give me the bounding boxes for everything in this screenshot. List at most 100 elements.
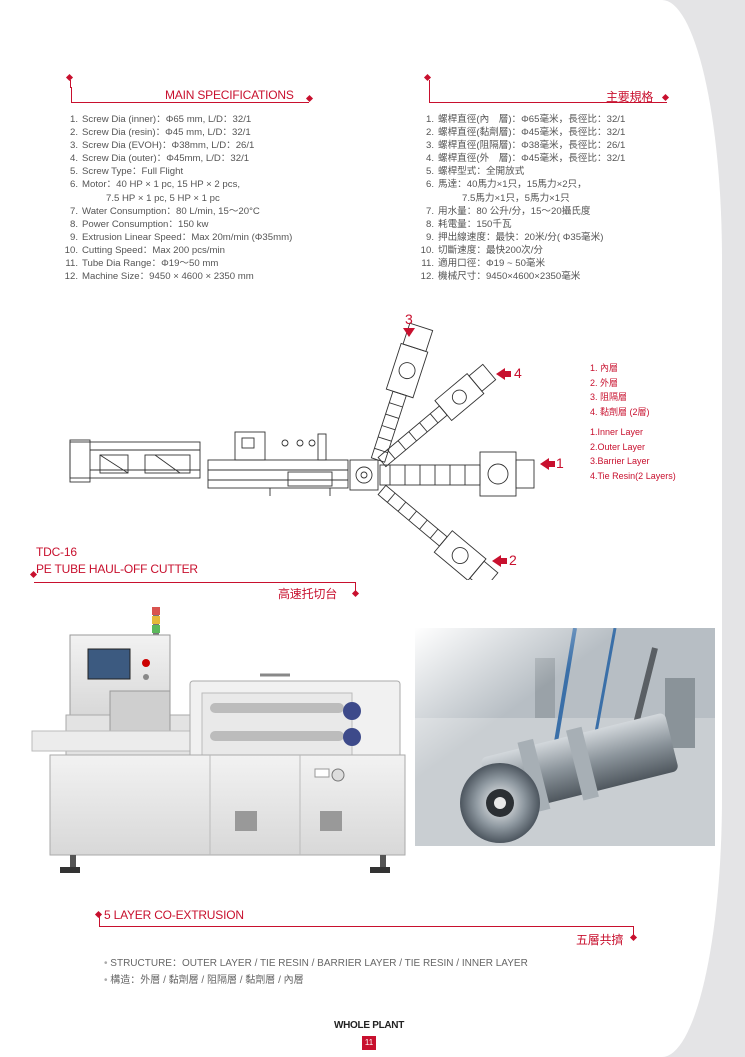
spec-number: 1. — [69, 114, 78, 125]
haul-off-cutter-photo — [31, 607, 406, 873]
spec-item: 1.螺桿直徑(內 層)：Φ65毫米，長徑比：32/1 — [418, 113, 625, 126]
coex-underline — [99, 926, 633, 927]
spec-number: 12. — [420, 271, 434, 283]
cutter-vline — [355, 582, 356, 594]
callout-2: 2 — [509, 552, 517, 568]
spec-text: 耗電量：150千瓦 — [438, 218, 512, 230]
spec-item: 7.5馬力×1只，5馬力×1只 — [418, 192, 625, 205]
page-number: 11 — [362, 1036, 376, 1050]
page-sheet — [0, 0, 722, 1057]
spec-item: 8.Power Consumption：150 kw — [62, 218, 292, 231]
spec-number: 10. — [420, 244, 434, 256]
spec-text: Tube Dia Range：Φ19～50 mm — [82, 258, 219, 270]
spec-item: 10. 切斷速度：最快200次/分 — [418, 244, 625, 257]
arrow-1-icon — [540, 458, 555, 470]
spec-item: 5. 螺桿型式：全開放式 — [418, 165, 625, 178]
arrow-2-icon — [492, 555, 507, 567]
spec-number: 2. — [69, 127, 78, 139]
spec-text: 螺桿直徑(阻隔層)：Φ38毫米，長徑比：26/1 — [438, 140, 626, 152]
spec-number: 3. — [425, 140, 434, 152]
spec-number: 12. — [64, 271, 78, 283]
spec-number: 2. — [425, 127, 434, 139]
legend-zh-item: 3. 阻隔層 — [590, 392, 628, 402]
spec-text: 7.5 HP × 1 pc, 5 HP × 1 pc — [106, 192, 220, 204]
spec-text: Screw Dia (inner)：Φ65 mm, L/D：32/1 — [82, 114, 252, 125]
spec-item: 11.適用口徑：Φ19 ~ 50毫米 — [418, 257, 625, 270]
spec-item: 6. Motor：40 HP × 1 pc, 15 HP × 2 pcs, — [62, 178, 292, 191]
legend-zh-item: 2. 外層 — [590, 377, 619, 388]
spec-item: 2. Screw Dia (resin)：Φ45 mm, L/D：32/1 — [62, 126, 292, 139]
coex-title-zh: 五層共擠 — [576, 933, 624, 947]
spec-number: 11. — [65, 258, 78, 270]
cutter-title-zh: 高速托切台 — [278, 587, 338, 601]
spec-number: 4. — [425, 153, 434, 165]
structure-zh-text: 構造：外層 / 黏劑層 / 阻隔層 / 黏劑層 / 內層 — [110, 975, 304, 986]
structure-zh: • 構造：外層 / 黏劑層 / 阻隔層 / 黏劑層 / 內層 — [104, 975, 304, 986]
spec-text: 馬達：40馬力×1只，15馬力×2只， — [438, 179, 587, 191]
arrow-4-icon — [496, 368, 511, 380]
spec-text: 螺桿直徑(內 層)：Φ65毫米，長徑比：32/1 — [438, 114, 626, 125]
coex-vline — [99, 914, 100, 926]
spec-text: 螺桿直徑(黏劑層)：Φ45毫米，長徑比：32/1 — [438, 127, 626, 139]
structure-en: • STRUCTURE：OUTER LAYER / TIE RESIN / BA… — [104, 958, 528, 969]
layout-haul-off — [207, 459, 349, 489]
spec-text: 機械尺寸：9450×4600×2350毫米 — [438, 271, 581, 283]
spec-item: 3.Screw Dia (EVOH)：Φ38mm, L/D：26/1 — [62, 139, 292, 152]
legend-zh-item: 1. 內層 — [590, 363, 619, 373]
legend-en-item: 1.Inner Layer — [590, 427, 644, 437]
cutter-underline — [34, 582, 356, 583]
spec-text: Screw Dia (outer)：Φ45mm, L/D：32/1 — [82, 153, 250, 165]
spec-item: 9. 押出線速度：最快：20米/分( Φ35毫米) — [418, 231, 625, 244]
heading-vline-right — [429, 80, 430, 102]
spec-text: 螺桿直徑(外 層)：Φ45毫米，長徑比：32/1 — [438, 153, 626, 165]
spec-item: 6.馬達：40馬力×1只，15馬力×2只， — [418, 178, 625, 191]
legend-en-item: 3.Barrier Layer — [590, 456, 650, 466]
legend-zh-item: 4. 黏劑層 (2層) — [590, 406, 650, 417]
zh-specs-title: 主要規格 — [606, 90, 654, 104]
spec-text: Machine Size：9450 × 4600 × 2350 mm — [82, 271, 254, 283]
spec-text: 切斷速度：最快200次/分 — [438, 244, 544, 256]
spec-text: 螺桿型式：全開放式 — [438, 166, 525, 178]
spec-number: 7. — [69, 205, 78, 217]
plant-layout-diagram — [69, 322, 535, 580]
spec-item: 11. Tube Dia Range：Φ19～50 mm — [62, 257, 292, 270]
spec-item: 3. 螺桿直徑(阻隔層)：Φ38毫米，長徑比：26/1 — [418, 139, 625, 152]
spec-text: 7.5馬力×1只，5馬力×1只 — [462, 192, 570, 204]
main-specs-title: MAIN SPECIFICATIONS — [165, 88, 294, 102]
legend-en-item: 2.Outer Layer — [590, 441, 646, 452]
callout-1: 1 — [556, 455, 564, 471]
spec-number: 9. — [425, 231, 434, 243]
spec-item: 12. 機械尺寸：9450×4600×2350毫米 — [418, 270, 625, 283]
spec-text: Screw Type：Full Flight — [82, 166, 184, 178]
co-extrusion-photo — [415, 628, 715, 846]
spec-item: 4. 螺桿直徑(外 層)：Φ45毫米，長徑比：32/1 — [418, 152, 625, 165]
coex-vline-right — [633, 926, 634, 936]
spec-number: 11. — [421, 258, 434, 270]
spec-text: 押出線速度：最快：20米/分( Φ35毫米) — [438, 231, 604, 243]
spec-text: Motor：40 HP × 1 pc, 15 HP × 2 pcs, — [82, 179, 241, 191]
spec-number: 7. — [425, 205, 434, 217]
spec-text: Water Consumption：80 L/min, 15～20°C — [82, 205, 260, 217]
legend-en-item: 4.Tie Resin(2 Layers) — [590, 470, 676, 481]
spec-number: 6. — [69, 179, 78, 191]
spec-number: 9. — [69, 231, 78, 243]
arrow-3-icon — [403, 328, 415, 337]
legend-en: 1.Inner Layer 2.Outer Layer 3.Barrier La… — [590, 425, 676, 483]
spec-item: 4.Screw Dia (outer)：Φ45mm, L/D：32/1 — [62, 152, 292, 165]
spec-text: Screw Dia (resin)：Φ45 mm, L/D：32/1 — [82, 127, 251, 139]
spec-number: 8. — [425, 218, 434, 230]
spec-item: 8. 耗電量：150千瓦 — [418, 218, 625, 231]
spec-item: 5.Screw Type：Full Flight — [62, 165, 292, 178]
spec-text: 用水量：80 公升/分，15～20攝氏度 — [438, 205, 591, 217]
spec-item: 1. Screw Dia (inner)：Φ65 mm, L/D：32/1 — [62, 113, 292, 126]
spec-number: 10. — [64, 244, 78, 256]
spec-number: 5. — [425, 166, 434, 178]
heading-vline — [71, 87, 72, 102]
footer-section-title: WHOLE PLANT — [334, 1020, 405, 1031]
heading-tick — [70, 80, 73, 88]
spec-item: 7. Water Consumption：80 L/min, 15～20°C — [62, 205, 292, 218]
layout-extruder-4 — [377, 363, 497, 468]
spec-text: Power Consumption：150 kw — [82, 218, 209, 230]
spec-number: 3. — [69, 140, 78, 152]
